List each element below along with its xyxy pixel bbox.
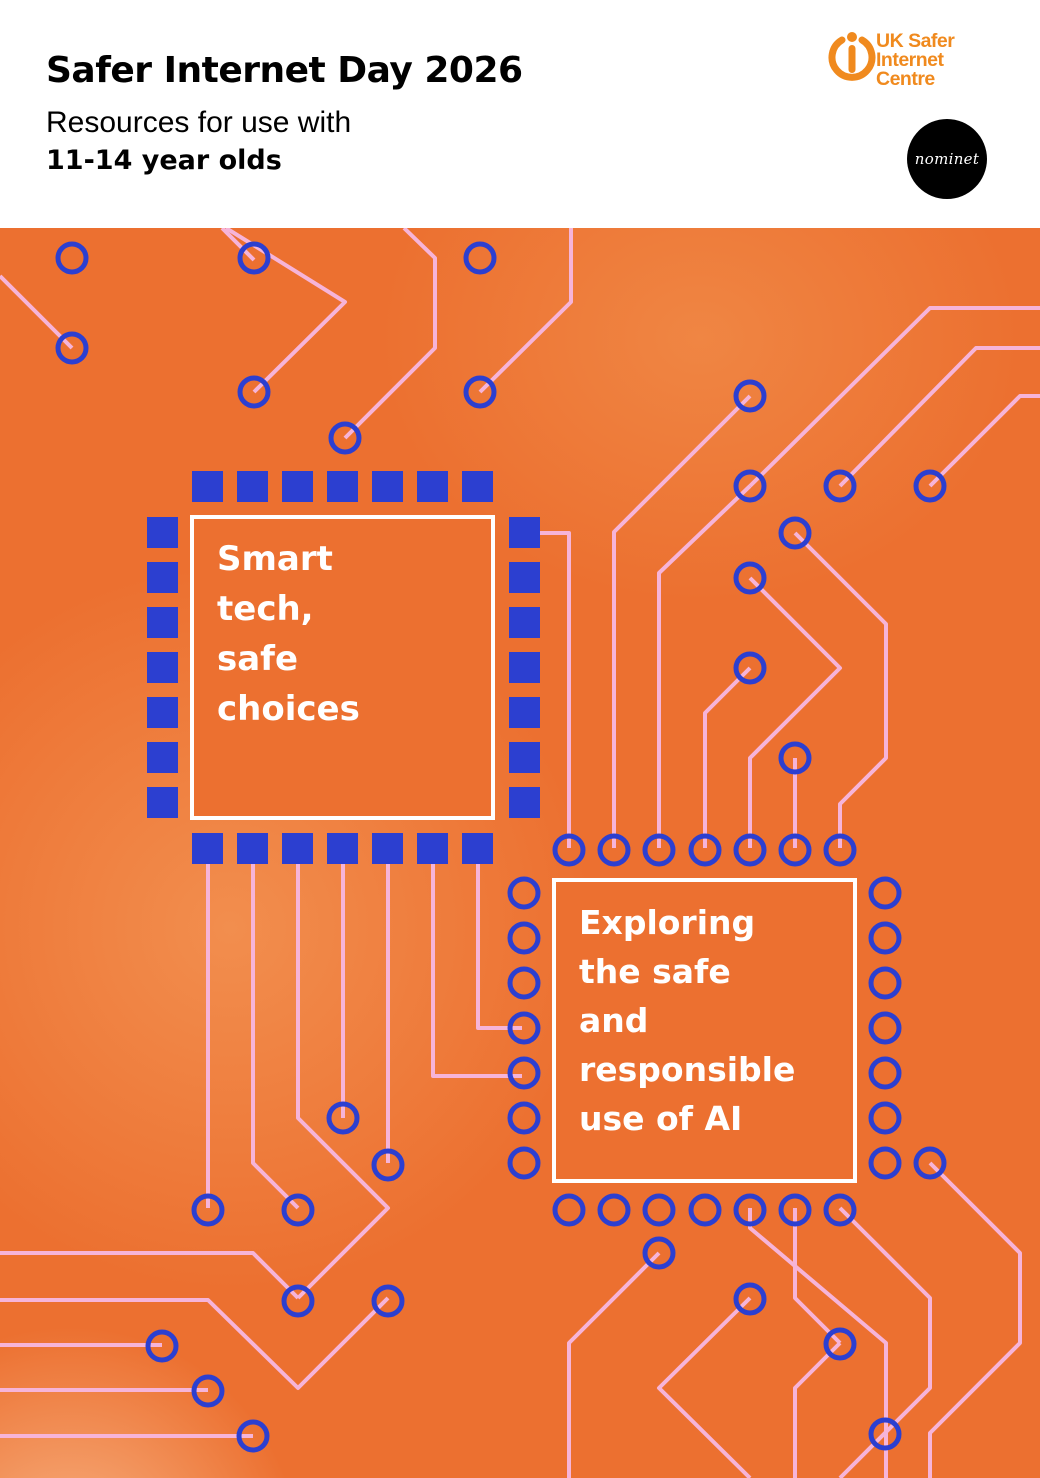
uksic-line-2: Internet bbox=[876, 49, 944, 71]
chip-1-line-4: choices bbox=[217, 689, 360, 729]
page-title: Safer Internet Day 2026 bbox=[46, 50, 523, 91]
uksic-logo-text: UK Safer Internet Centre bbox=[876, 30, 996, 90]
circuit-board-illustration: Smart tech, safe choices Exploring the s… bbox=[0, 228, 1040, 1478]
nominet-logo-text: nominet bbox=[914, 150, 980, 168]
chip-1-pins bbox=[147, 471, 540, 864]
chip-1-line-3: safe bbox=[217, 639, 299, 679]
chip-1-line-1: Smart bbox=[217, 539, 333, 579]
audience-label: 11-14 year olds bbox=[46, 145, 282, 176]
chip-2-line-3: and bbox=[579, 1001, 649, 1040]
chip-1-heading: Smart tech, safe choices bbox=[217, 534, 477, 734]
circuit-nodes bbox=[55, 241, 947, 1453]
chip-2-heading: Exploring the safe and responsible use o… bbox=[579, 898, 849, 1143]
chip-2-line-4: responsible bbox=[579, 1050, 796, 1089]
header: Safer Internet Day 2026 Resources for us… bbox=[0, 0, 1040, 228]
chip-1-line-2: tech, bbox=[217, 589, 314, 629]
chip-2-line-5: use of AI bbox=[579, 1099, 743, 1138]
uk-safer-internet-centre-logo: UK Safer Internet Centre bbox=[828, 28, 998, 98]
uksic-line-3: Centre bbox=[876, 68, 935, 90]
chip-1-body bbox=[190, 515, 495, 820]
circuit-traces bbox=[0, 228, 1040, 1478]
chip-2-body bbox=[552, 878, 857, 1183]
chip-2-line-1: Exploring bbox=[579, 903, 756, 942]
page-subtitle: Resources for use with bbox=[46, 106, 352, 139]
uksic-line-1: UK Safer bbox=[876, 30, 955, 52]
chip-2-line-2: the safe bbox=[579, 952, 731, 991]
power-person-icon bbox=[828, 32, 876, 81]
nominet-logo: nominet bbox=[907, 119, 987, 199]
